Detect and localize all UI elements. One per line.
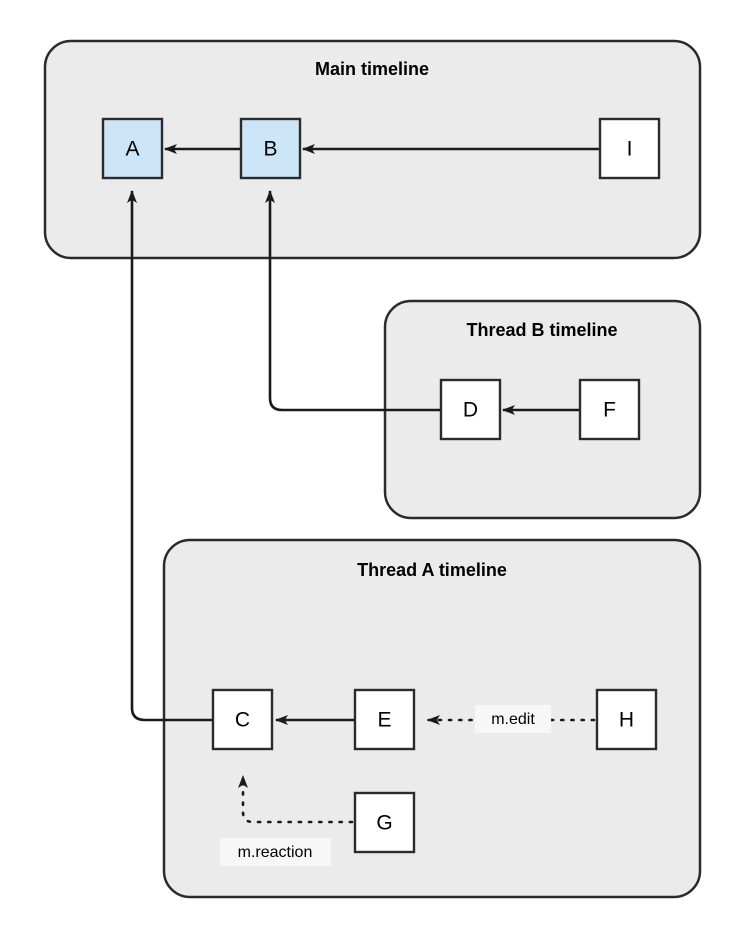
node-e-label: E	[377, 709, 391, 732]
group-thread-a-timeline-title: Thread A timeline	[357, 560, 507, 580]
node-e-box	[353, 688, 416, 751]
node-h-box	[595, 688, 658, 751]
edge-g-to-c	[238, 774, 354, 824]
node-f-label: F	[603, 399, 616, 422]
node-g-box	[353, 791, 416, 854]
node-f[interactable]: F	[578, 378, 641, 441]
node-g-label: G	[376, 812, 392, 835]
group-thread-b-timeline-title: Thread B timeline	[466, 320, 617, 340]
node-c[interactable]: C	[211, 688, 274, 751]
edge-label-m-reaction: m.reaction	[220, 838, 331, 866]
edge-label-m-reaction-backdrop	[220, 838, 331, 866]
edge-label-m-edit-text: m.edit	[491, 711, 535, 728]
node-i-label: I	[627, 138, 633, 161]
node-d-box	[439, 378, 502, 441]
edge-label-m-edit-backdrop	[475, 705, 551, 733]
node-i-box	[598, 117, 661, 180]
edge-d-to-b	[265, 190, 441, 412]
node-a-box	[101, 117, 164, 180]
group-main-timeline-title: Main timeline	[315, 59, 429, 79]
node-c-box	[211, 688, 274, 751]
node-b[interactable]: B	[239, 117, 302, 180]
node-a-label: A	[125, 138, 139, 161]
node-g[interactable]: G	[353, 791, 416, 854]
edge-c-to-a	[127, 190, 213, 722]
node-h-label: H	[619, 709, 634, 732]
edge-label-m-edit: m.edit	[475, 705, 551, 733]
node-b-label: B	[263, 138, 277, 161]
node-f-box	[578, 378, 641, 441]
node-e[interactable]: E	[353, 688, 416, 751]
node-c-label: C	[235, 709, 250, 732]
edge-label-m-reaction-text: m.reaction	[238, 844, 313, 861]
node-a[interactable]: A	[101, 117, 164, 180]
node-d[interactable]: D	[439, 378, 502, 441]
node-b-box	[239, 117, 302, 180]
node-i[interactable]: I	[598, 117, 661, 180]
node-h[interactable]: H	[595, 688, 658, 751]
node-d-label: D	[463, 399, 478, 422]
